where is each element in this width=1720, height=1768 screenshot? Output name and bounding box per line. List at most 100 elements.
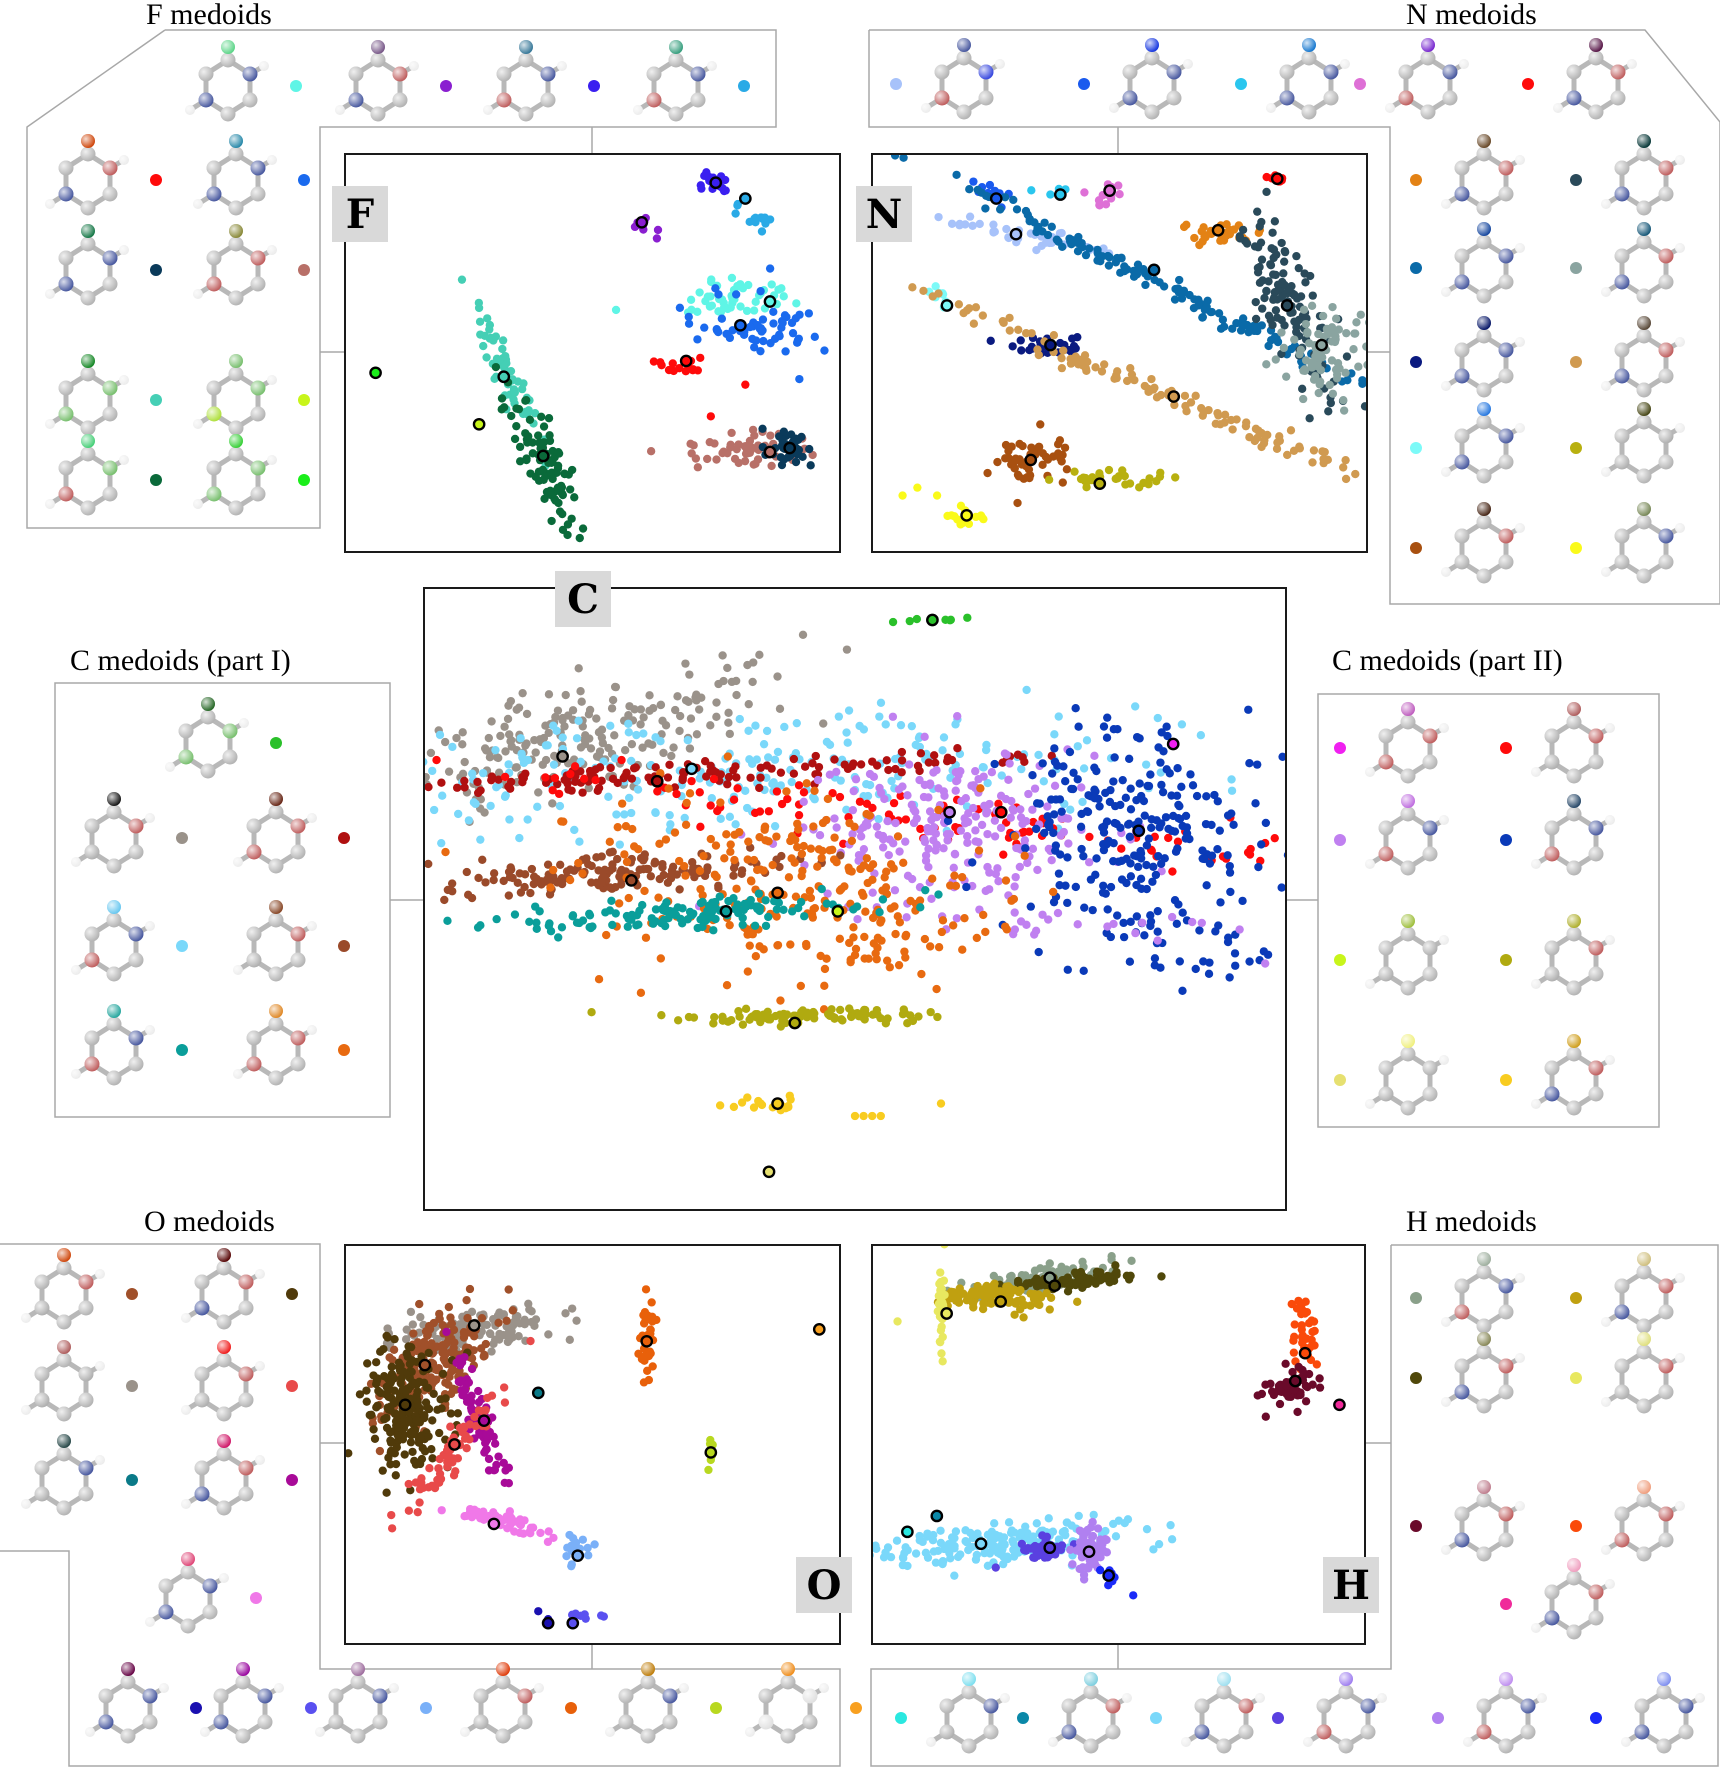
data-point [997, 1543, 1006, 1552]
data-point [1073, 775, 1082, 784]
data-point [500, 772, 510, 782]
data-point [981, 745, 991, 755]
data-point [1273, 280, 1283, 289]
data-point [1153, 936, 1162, 945]
medoid-marker [1048, 1279, 1062, 1293]
data-point [994, 877, 1003, 886]
data-point [739, 905, 748, 915]
data-point [1100, 360, 1109, 369]
data-point [856, 760, 866, 769]
data-point [895, 918, 905, 927]
data-point [1112, 474, 1121, 483]
data-point [714, 679, 723, 689]
data-point [657, 361, 666, 370]
data-point [687, 776, 696, 786]
data-point [457, 275, 467, 284]
data-point [402, 1325, 411, 1334]
data-point [855, 797, 865, 806]
cluster-color-dot [1334, 834, 1346, 846]
data-point [928, 874, 937, 883]
data-point [1186, 770, 1195, 779]
data-point [1301, 1397, 1311, 1406]
data-point [767, 764, 776, 773]
data-point [543, 1537, 553, 1547]
data-point [637, 1354, 647, 1364]
data-point [727, 677, 737, 687]
data-point [1178, 821, 1187, 831]
data-point [537, 412, 546, 421]
data-point [420, 1342, 429, 1351]
data-point [622, 768, 631, 777]
medoid-c2-3 [1334, 792, 1456, 888]
data-point [1024, 465, 1034, 474]
data-point [911, 740, 920, 750]
medoid-marker [704, 1446, 718, 1459]
cluster-color-dot [305, 1702, 317, 1714]
data-point [1082, 807, 1092, 816]
data-point [898, 1009, 908, 1019]
data-point [1358, 379, 1366, 388]
data-point [955, 1284, 964, 1293]
data-point [1305, 339, 1314, 348]
data-point [1114, 857, 1123, 866]
data-point [462, 867, 471, 877]
data-point [799, 841, 808, 851]
data-point [1067, 240, 1076, 249]
data-point [1323, 330, 1332, 339]
data-point [1198, 411, 1207, 420]
data-point [987, 768, 997, 777]
data-point [1038, 759, 1047, 768]
data-point [531, 1315, 541, 1324]
data-point [1021, 206, 1031, 216]
data-point [460, 1386, 470, 1395]
data-point [938, 746, 947, 755]
data-point [1086, 1523, 1096, 1532]
data-point [748, 425, 758, 435]
molecule-icon [16, 1246, 112, 1342]
data-point [1020, 1300, 1029, 1310]
data-point [1126, 805, 1136, 814]
data-point [1269, 253, 1278, 263]
data-point [430, 1483, 440, 1493]
medoid-marker [1024, 453, 1038, 467]
data-point [559, 817, 568, 826]
data-point [1054, 449, 1063, 458]
data-point [1109, 838, 1118, 848]
data-point [615, 840, 624, 849]
data-point [776, 768, 786, 777]
cluster-color-dot [1272, 1712, 1284, 1724]
data-point [713, 806, 722, 816]
data-point [1042, 1289, 1051, 1298]
data-point [1038, 910, 1047, 919]
data-point [425, 758, 428, 766]
data-point [1270, 833, 1279, 843]
data-point [1078, 243, 1087, 252]
molecule-icon [1596, 1330, 1692, 1426]
data-point [786, 940, 795, 949]
medoid-marker [930, 1509, 944, 1523]
data-point [939, 733, 949, 742]
data-point [893, 1317, 902, 1326]
data-point [460, 757, 469, 767]
cluster-color-dot [1500, 1598, 1512, 1610]
data-point [587, 1008, 596, 1017]
data-point [749, 306, 759, 315]
data-point [613, 823, 622, 832]
medoid-marker [763, 445, 777, 459]
data-point [393, 1431, 402, 1440]
data-point [1328, 302, 1337, 312]
medoid-marker [1044, 338, 1057, 352]
molecule-icon [1596, 314, 1692, 410]
medoid-h-2 [1570, 1250, 1692, 1346]
data-point [685, 907, 695, 917]
data-point [1295, 444, 1304, 453]
molecule-icon [1436, 500, 1532, 596]
data-point [640, 854, 649, 863]
medoid-c1-5 [228, 898, 350, 994]
data-point [1199, 957, 1208, 966]
data-point [977, 513, 987, 522]
data-point [1262, 287, 1271, 296]
data-point [1056, 338, 1065, 348]
data-point [1085, 244, 1094, 253]
data-point [524, 432, 533, 441]
